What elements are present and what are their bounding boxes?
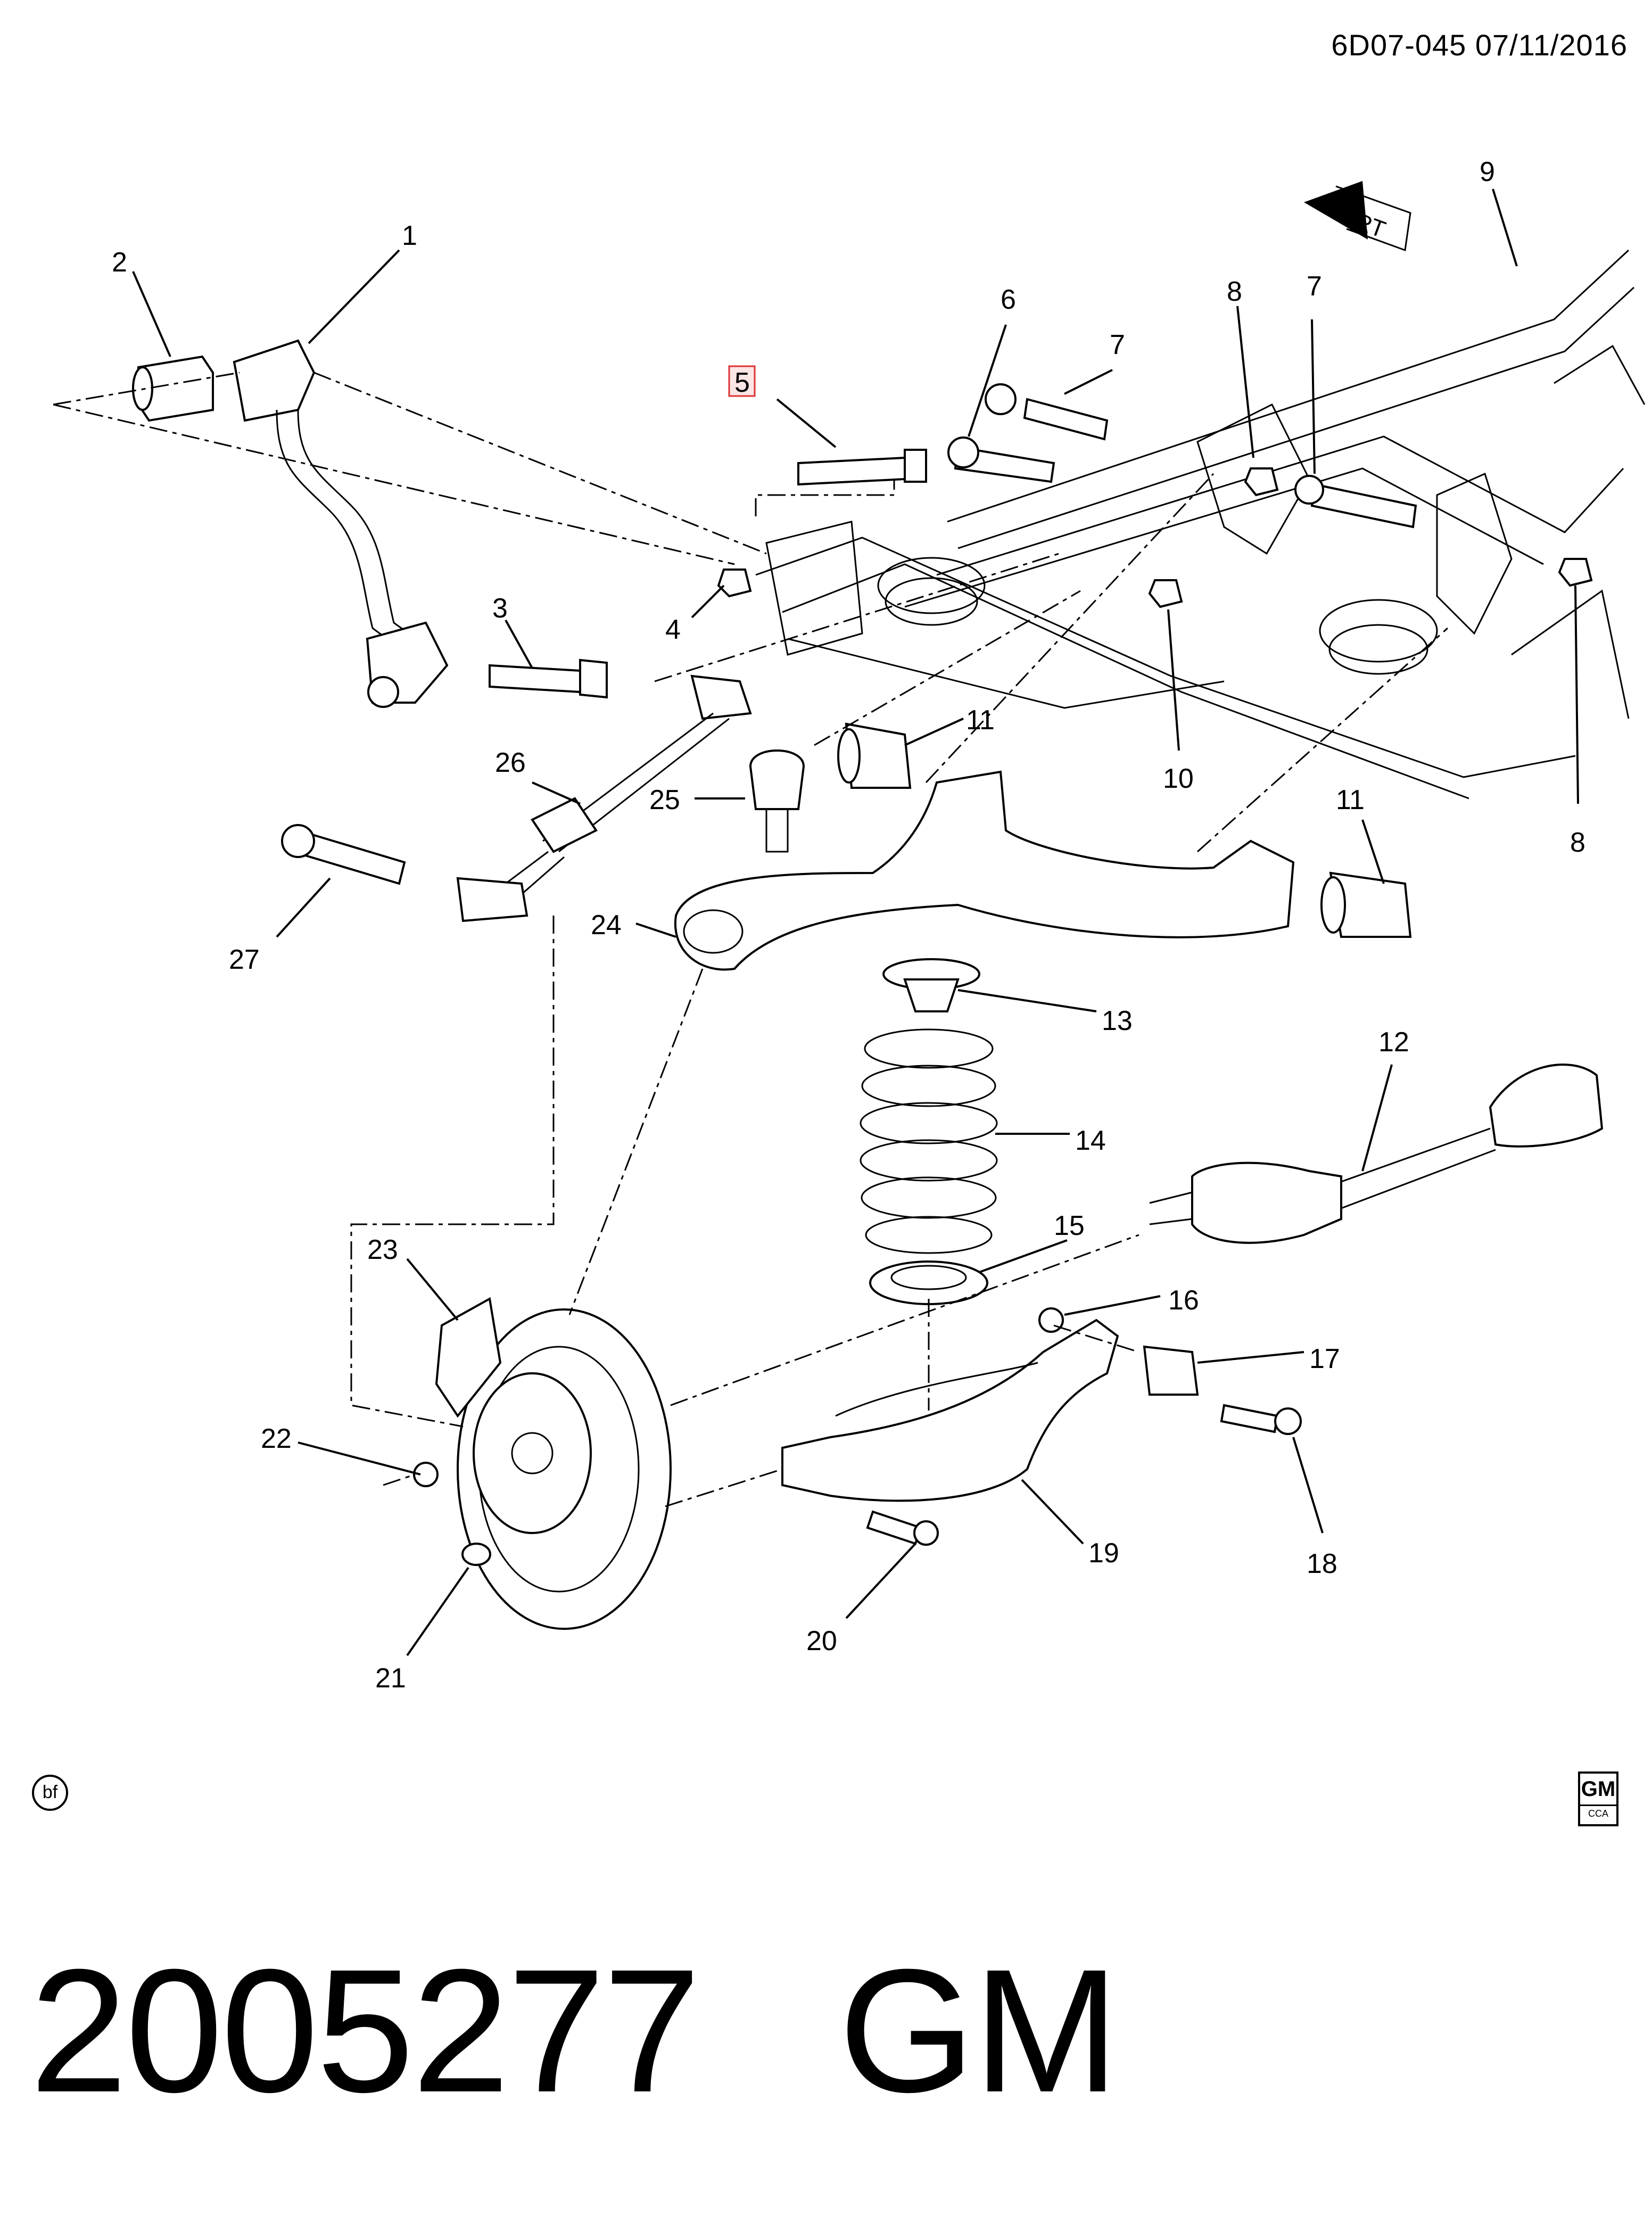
callout-13: 13	[1102, 1006, 1133, 1036]
callout-24: 24	[591, 910, 622, 941]
callout-22: 22	[261, 1423, 292, 1454]
drive-axle	[1149, 1064, 1604, 1244]
part-number: 2005277	[30, 1932, 701, 2129]
bolts-upper	[797, 383, 1417, 529]
spring-insulator-upper	[882, 958, 980, 1012]
callout-10: 10	[1163, 763, 1194, 794]
callout-leaders	[132, 188, 1579, 1657]
callout-5-highlight	[728, 365, 756, 397]
part-number-footer: 2005277 GM	[30, 1943, 1119, 2119]
spring-insulator-lower	[869, 1260, 988, 1305]
nuts	[717, 467, 1593, 608]
callout-9: 9	[1480, 156, 1495, 187]
callout-16: 16	[1168, 1285, 1199, 1316]
callout-12: 12	[1378, 1027, 1409, 1058]
callout-3: 3	[492, 593, 508, 624]
front-indicator-label: FRT	[1337, 203, 1389, 243]
stabilizer-link-bolt	[489, 658, 608, 699]
callout-11a: 11	[966, 705, 995, 736]
callout-17: 17	[1309, 1344, 1340, 1374]
diagram-reference: 6D07-045 07/11/2016	[1331, 28, 1628, 62]
lower-arm-bolt	[866, 1510, 939, 1546]
callout-20: 20	[806, 1626, 837, 1657]
callout-6: 6	[1001, 284, 1016, 315]
logo-brand: GM	[1581, 1777, 1616, 1801]
gm-logo: GM CCA	[1578, 1771, 1618, 1826]
callout-labels: 1 2 3 4 5 6 7 7 8 8 9 10 11 11 12 13 14 …	[112, 156, 1585, 1694]
lower-control-arm	[781, 1318, 1119, 1502]
toe-link	[456, 674, 752, 922]
callout-7a: 7	[1110, 329, 1125, 360]
callout-23: 23	[367, 1234, 398, 1265]
artist-mark: bf	[32, 1775, 68, 1811]
hub-rotor-knuckle	[413, 1297, 672, 1630]
upper-control-arm	[674, 770, 1295, 971]
assembly-lines	[53, 372, 1448, 1507]
callout-1: 1	[402, 220, 417, 251]
toe-link-bolt	[281, 824, 406, 885]
callout-18: 18	[1307, 1548, 1337, 1579]
callout-14: 14	[1075, 1125, 1106, 1156]
lower-arm-fasteners	[1038, 1307, 1302, 1435]
callout-15: 15	[1054, 1210, 1085, 1241]
rear-suspension-cradle	[755, 249, 1646, 800]
callout-19: 19	[1088, 1538, 1119, 1569]
stabilizer-bar	[233, 339, 449, 708]
callout-25: 25	[649, 785, 680, 815]
callout-8b: 8	[1570, 827, 1585, 858]
callout-26: 26	[495, 747, 526, 778]
upper-control-arm-bushings	[837, 722, 1412, 938]
logo-sub: CCA	[1580, 1804, 1616, 1821]
callout-27: 27	[229, 944, 260, 975]
callout-8a: 8	[1227, 276, 1242, 307]
ball-joint	[749, 749, 805, 853]
callout-4: 4	[665, 614, 681, 645]
callout-21: 21	[375, 1663, 406, 1694]
footer-brand: GM	[838, 1932, 1120, 2129]
callout-2: 2	[112, 247, 127, 278]
front-direction-arrow-icon: FRT	[1304, 181, 1411, 252]
coil-spring	[860, 1028, 998, 1254]
callout-11b: 11	[1336, 785, 1365, 815]
callout-7b: 7	[1307, 271, 1322, 302]
callout-5: 5	[734, 367, 750, 398]
